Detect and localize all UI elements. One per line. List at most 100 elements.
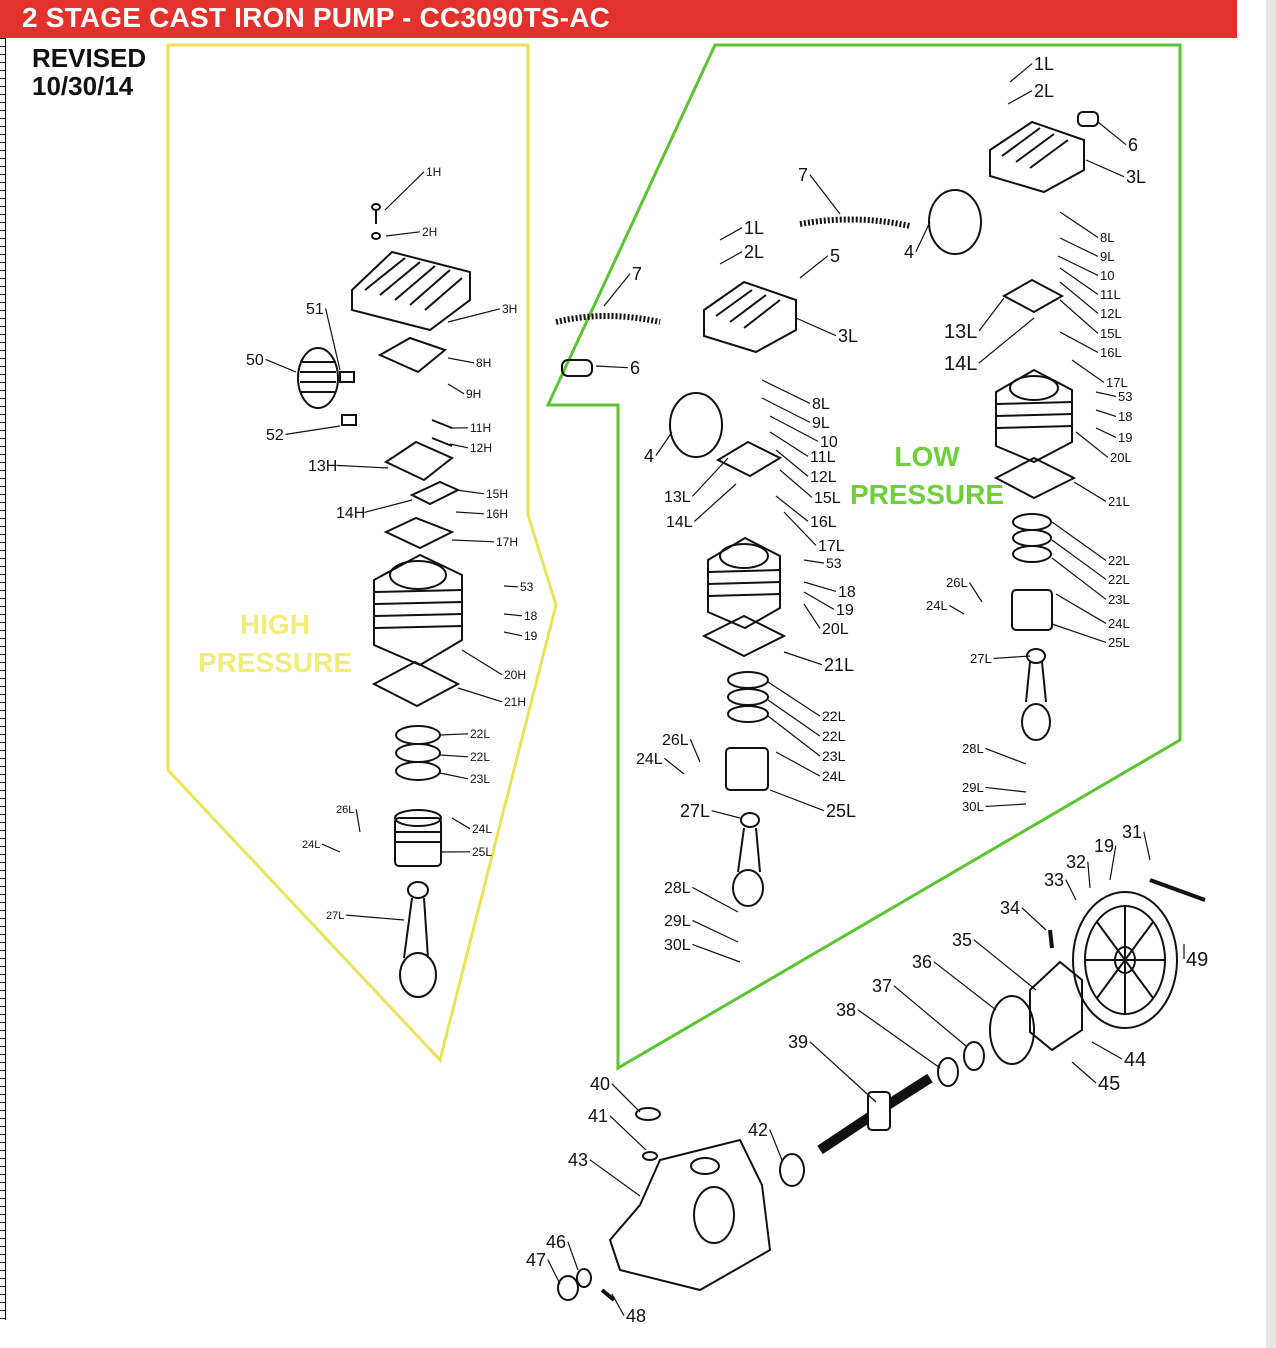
lp-tube-7-right [799,216,911,229]
part-callout-label: 20L [822,621,849,638]
part-callout-label: 23L [822,748,846,764]
callout-leader-line [803,591,835,610]
part-callout-label: 4 [904,242,914,262]
part-callout-label: 17L [818,538,845,555]
callout-leader-line [949,604,965,615]
part-callout-label: 30L [664,937,691,954]
bolt-34 [1048,929,1054,949]
part-callout-label: 9L [1100,249,1114,264]
callout-leader-line [1051,557,1107,600]
lp-rings-mid [727,671,769,723]
part-callout-label: 19 [1094,836,1114,856]
part-callout-label: 22L [1108,572,1130,587]
hp-air-filter-50 [297,347,339,409]
callout-leader-line [783,511,817,546]
part-callout-label: 15L [1100,326,1122,341]
part-callout-label: 2H [422,225,437,239]
callout-leader-line [692,943,741,963]
high-pressure-line2: PRESSURE [197,647,353,678]
part-callout-label: 28L [962,741,984,756]
drain-plug-47 [557,1275,579,1301]
part-callout-label: 17H [496,535,518,549]
lp-filter-housing-4-right [928,189,982,255]
callout-leader-line [968,582,983,603]
part-callout-label: 19 [836,602,854,619]
bearing-cover-35 [1029,960,1083,1052]
callout-leader-line [985,786,1027,793]
callout-leader-line [767,699,821,737]
callout-leader-line [1095,391,1117,398]
crankshaft-39 [817,1073,933,1155]
part-callout-label: 22L [822,728,846,744]
part-callout-label: 5 [830,246,840,266]
callout-leader-line [384,171,425,211]
part-callout-label: 23L [1108,592,1130,607]
callout-leader-line [799,255,829,279]
callout-leader-line [346,914,405,921]
callout-leader-line [355,809,361,833]
callout-leader-line [769,1129,783,1161]
part-callout-label: 35 [952,930,972,950]
part-callout-label: 22L [1108,553,1130,568]
hp-valve-plate-13h [383,440,454,482]
part-callout-label: 11L [810,449,836,466]
callout-leader-line [761,397,811,423]
part-callout-label: 12L [810,469,837,486]
lp-cylinder-20l-mid [707,536,781,630]
callout-leader-line [1095,427,1117,438]
part-callout-label: 53 [1118,389,1132,404]
part-callout-label: 31 [1122,822,1142,842]
flywheel-bolt-31 [1149,878,1206,902]
callout-leader-line [978,297,1005,332]
callout-leader-line [385,231,421,237]
part-callout-label: 21L [824,655,854,675]
callout-leader-line [803,603,821,629]
callout-leader-line [503,613,523,617]
part-callout-label: 6 [630,358,640,378]
part-callout-label: 27L [970,651,992,666]
callout-leader-line [767,715,821,757]
low-pressure-label: LOW PRESSURE [842,438,1012,514]
callout-leader-line [973,939,1037,991]
part-callout-label: 13L [664,489,691,506]
revision-label: REVISED [32,43,147,73]
lp-rings-right [1012,513,1052,563]
lp-elbow-6-left [561,359,593,377]
callout-leader-line [809,174,841,215]
part-callout-label: 24L [1108,616,1130,631]
part-callout-label: 18 [838,584,856,601]
hp-cylinder-20h [373,553,463,667]
header-bar: 2 STAGE CAST IRON PUMP - CC3090TS-AC [0,0,1237,38]
part-callout-label: 29L [664,913,691,930]
callout-leader-line [1109,845,1117,881]
part-callout-label: 51 [306,301,324,318]
callout-leader-line [461,649,503,676]
callout-leader-line [692,886,739,913]
part-callout-label: 21L [1108,494,1130,509]
callout-leader-line [1055,593,1107,624]
part-callout-label: 4 [644,446,654,466]
callout-leader-line [439,754,469,758]
part-callout-label: 32 [1066,852,1086,872]
part-callout-label: 14H [336,505,365,522]
callout-leader-line [775,751,821,777]
callout-leader-line [769,415,819,442]
part-callout-label: 22L [822,708,846,724]
part-callout-label: 7 [632,264,642,284]
revision-note: REVISED 10/30/14 [32,44,146,100]
part-callout-label: 19 [1118,430,1132,445]
part-callout-label: 3L [838,326,858,346]
lp-cylinder-head-3l-right [989,120,1085,194]
bearing-38 [937,1057,959,1087]
part-callout-label: 13H [308,458,337,475]
callout-leader-line [803,559,825,564]
part-callout-label: 14L [666,514,693,531]
callout-leader-line [985,803,1027,808]
part-callout-label: 41 [588,1106,608,1126]
part-callout-label: 39 [788,1032,808,1052]
callout-leader-line [325,308,341,371]
part-callout-label: 25L [1108,635,1130,650]
callout-leader-line [689,739,701,763]
breather-washer-41 [642,1151,658,1161]
